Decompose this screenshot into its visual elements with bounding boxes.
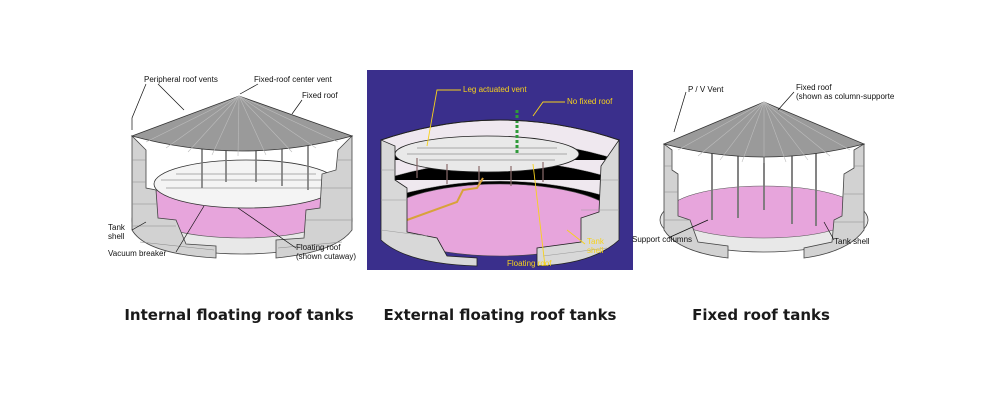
external-floating-roof-illustration: Leg actuated vent No fixed roof Tank she…	[367, 70, 633, 270]
right-wall-blocks	[277, 159, 352, 249]
label-support-columns: Support columns	[632, 235, 692, 244]
label-fixed-roof-center-vent: Fixed-roof center vent	[254, 75, 333, 84]
label-vacuum-breaker: Vacuum breaker	[108, 249, 166, 258]
support-columns	[711, 150, 817, 226]
internal-floating-roof-illustration: Peripheral roof vents Fixed-roof center …	[108, 75, 356, 261]
label-tank-shell-line2: shell	[108, 232, 125, 241]
caption-fixed-roof: Fixed roof tanks	[692, 306, 830, 324]
internal-floating-roof-diagram: Peripheral roof vents Fixed-roof center …	[106, 70, 372, 270]
fixed-roof-diagram: P / V Vent Fixed roof (shown as column-s…	[628, 70, 894, 270]
fixed-cone-roof	[130, 95, 354, 152]
front-wall-blocks	[380, 169, 619, 257]
left-front-wall	[380, 139, 478, 267]
left-tank-wall	[663, 143, 729, 259]
caption-internal-floating-roof: Internal floating roof tanks	[124, 306, 354, 324]
label-tank-shell-line1: Tank	[587, 237, 605, 246]
label-tank-shell-line1: Tank	[108, 223, 126, 232]
fixed-roof-illustration: P / V Vent Fixed roof (shown as column-s…	[632, 83, 894, 259]
label-tank-shell-line2: shell	[587, 246, 604, 255]
label-peripheral-roof-vents: Peripheral roof vents	[144, 75, 218, 84]
floating-roof-deck	[153, 159, 339, 209]
caption-external-floating-roof: External floating roof tanks	[383, 306, 617, 324]
label-floating-roof: Floating roof	[507, 259, 552, 268]
top-rim	[380, 119, 620, 141]
right-tank-wall	[275, 135, 353, 259]
label-floating-roof-line1: Floating roof	[296, 243, 341, 252]
label-floating-roof-line2: (shown cutaway)	[296, 252, 356, 261]
deck-lines	[407, 147, 567, 161]
wall-blocks	[664, 165, 864, 223]
label-leg-actuated-vent: Leg actuated vent	[463, 85, 527, 94]
leader-lines	[131, 83, 303, 253]
label-fixed-roof-line2: (shown as column-supported)	[796, 92, 894, 101]
leader-lines	[667, 91, 835, 241]
roof-legs	[416, 158, 544, 186]
deck-lines	[161, 173, 331, 189]
label-tank-shell: Tank shell	[834, 237, 870, 246]
drain-line	[406, 177, 484, 221]
label-no-fixed-roof: No fixed roof	[567, 97, 613, 106]
leader-lines	[426, 89, 586, 267]
left-wall-blocks	[132, 159, 215, 251]
right-front-wall	[536, 138, 620, 267]
label-fixed-roof: Fixed roof	[302, 91, 338, 100]
external-floating-roof-diagram: Leg actuated vent No fixed roof Tank she…	[367, 70, 633, 270]
label-fixed-roof-line1: Fixed roof	[796, 83, 832, 92]
right-tank-wall	[803, 143, 865, 259]
label-pv-vent: P / V Vent	[688, 85, 724, 94]
roof-seams	[145, 95, 339, 157]
